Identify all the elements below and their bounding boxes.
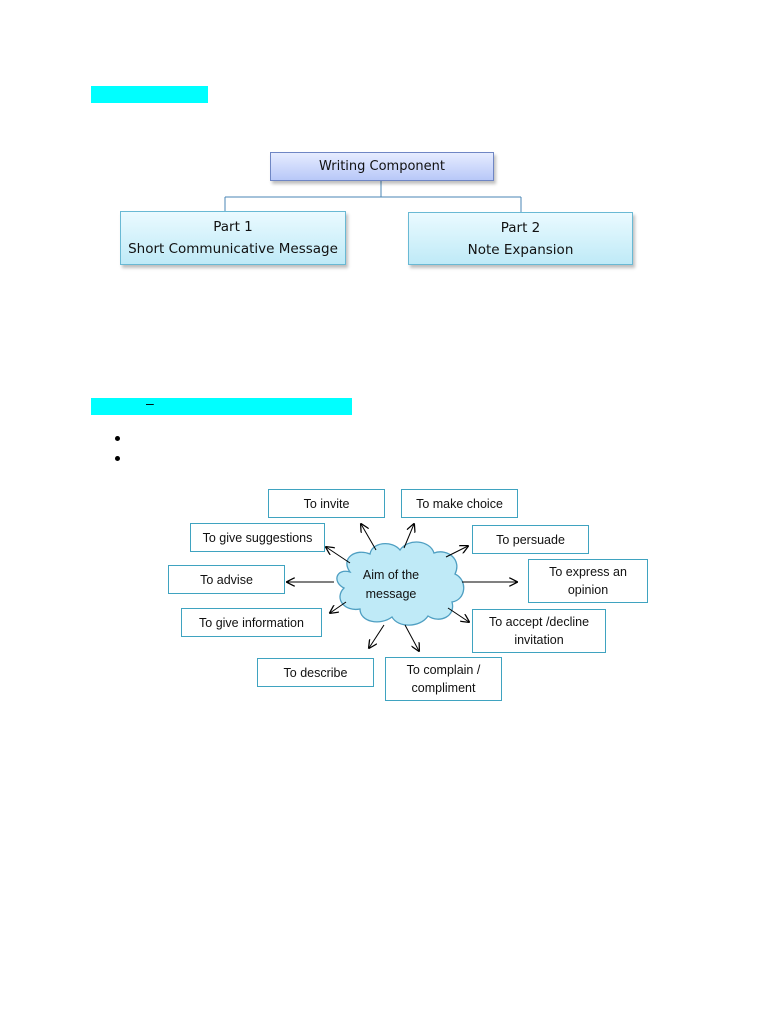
part-1-title: Part 1 xyxy=(213,219,253,235)
purpose-label: opinion xyxy=(567,583,609,597)
purpose-box-give-suggestions: To give suggestions xyxy=(190,523,325,552)
purpose-box-persuade: To persuade xyxy=(472,525,589,554)
purpose-label: To make choice xyxy=(416,496,503,511)
part-2-title: Part 2 xyxy=(500,219,541,236)
part-2-subtitle: Note Expansion xyxy=(467,241,574,258)
cloud-label-line-1: Aim of the xyxy=(362,568,420,582)
part-1-subtitle: Short Communicative Message xyxy=(128,241,338,257)
purpose-label: invitation xyxy=(514,633,564,647)
purpose-label: To describe xyxy=(283,665,348,680)
arrow-to-persuade xyxy=(445,546,468,558)
arrow-to-give-information xyxy=(330,601,347,613)
writing-component-box: Writing Component xyxy=(270,152,494,181)
purpose-box-express-opinion: To express an opinion xyxy=(528,559,648,603)
part-1-box: Part 1 Short Communicative Message xyxy=(120,211,346,265)
highlight-bar-top xyxy=(91,86,208,103)
purpose-box-advise: To advise xyxy=(168,565,285,594)
part-2-box: Part 2 Note Expansion xyxy=(408,212,633,265)
purpose-box-give-information: To give information xyxy=(181,608,322,637)
section-dash: – xyxy=(146,395,154,411)
cloud-label-line-2: message xyxy=(365,587,417,601)
bullet-point xyxy=(115,436,120,441)
highlight-bar-section: – xyxy=(91,395,352,415)
arrow-to-accept-decline xyxy=(447,607,469,622)
arrow-to-complain xyxy=(404,624,419,651)
bullet-point xyxy=(115,456,120,461)
arrow-to-give-suggestions xyxy=(326,547,351,564)
purpose-label: To advise xyxy=(200,572,253,587)
purpose-label: To express an xyxy=(549,565,627,579)
writing-component-label: Writing Component xyxy=(318,159,446,174)
purpose-box-describe: To describe xyxy=(257,658,374,687)
purpose-label: compliment xyxy=(411,681,476,695)
purpose-label: To persuade xyxy=(496,532,565,547)
purpose-label: To complain / xyxy=(406,663,481,677)
arrow-to-make-choice xyxy=(403,524,414,549)
arrow-to-describe xyxy=(369,624,385,648)
cloud-shape xyxy=(336,541,465,626)
purpose-box-make-choice: To make choice xyxy=(401,489,518,518)
purpose-label: To give suggestions xyxy=(202,530,313,545)
purpose-label: To invite xyxy=(303,496,350,511)
purpose-label: To accept /decline xyxy=(488,615,590,629)
cloud-label: Aim of the message xyxy=(346,566,436,604)
purpose-box-complain-compliment: To complain / compliment xyxy=(385,657,502,701)
purpose-box-invite: To invite xyxy=(268,489,385,518)
purpose-box-accept-decline: To accept /decline invitation xyxy=(472,609,606,653)
purpose-label: To give information xyxy=(199,615,304,630)
arrow-to-invite xyxy=(361,524,377,551)
